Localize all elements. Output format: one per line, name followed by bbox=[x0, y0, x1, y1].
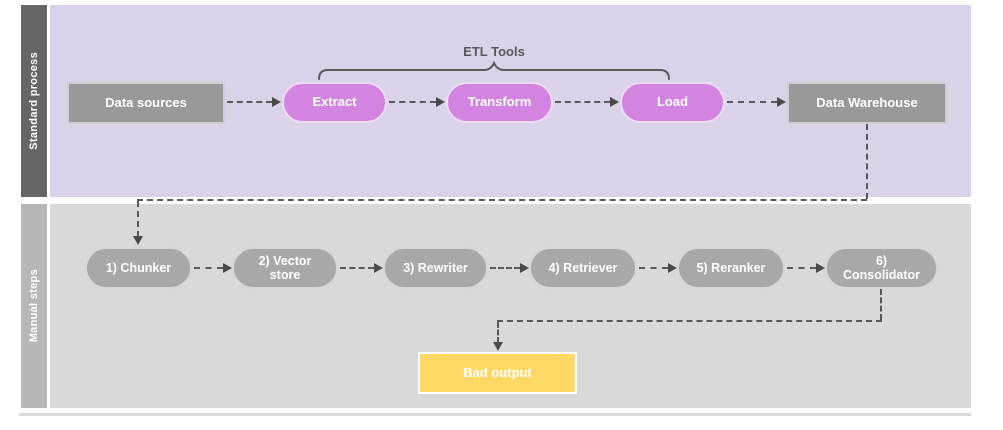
connector-load-warehouse bbox=[727, 101, 777, 103]
arrowhead-reranker-consolidator bbox=[816, 263, 825, 273]
connector-reranker-consolidator bbox=[787, 267, 816, 269]
lane-manual-steps-label: Manual steps bbox=[28, 269, 40, 343]
connector-datasources-extract bbox=[227, 101, 272, 103]
arrowhead-rewriter-retriever bbox=[520, 263, 529, 273]
connector-extract-transform bbox=[389, 101, 436, 103]
node-bad-output: Bad output bbox=[418, 352, 577, 394]
arrowhead-consolidator-badoutput bbox=[493, 342, 503, 351]
connector-vectorstore-rewriter bbox=[340, 267, 374, 269]
connector-chunker-vectorstore bbox=[194, 267, 223, 269]
etl-tools-brace bbox=[318, 61, 670, 80]
arrowhead-datasources-extract bbox=[272, 97, 281, 107]
connector-transform-load bbox=[555, 101, 610, 103]
connector-retriever-reranker bbox=[639, 267, 668, 269]
lane-manual-steps-header: Manual steps bbox=[21, 204, 47, 408]
connector-consolidator-badoutput-h bbox=[497, 320, 882, 322]
arrowhead-vectorstore-rewriter bbox=[374, 263, 383, 273]
node-chunker: 1) Chunker bbox=[85, 247, 192, 289]
arrowhead-extract-transform bbox=[436, 97, 445, 107]
lane-standard-process-header: Standard process bbox=[21, 5, 47, 197]
node-consolidator: 6) Consolidator bbox=[825, 247, 938, 289]
connector-warehouse-chunker-v2 bbox=[137, 201, 139, 237]
connector-warehouse-chunker-h bbox=[137, 199, 867, 201]
bottom-divider bbox=[19, 413, 971, 416]
arrowhead-chunker-vectorstore bbox=[223, 263, 232, 273]
node-data-sources: Data sources bbox=[67, 82, 225, 124]
arrowhead-retriever-reranker bbox=[668, 263, 677, 273]
arrowhead-transform-load bbox=[610, 97, 619, 107]
arrowhead-load-warehouse bbox=[777, 97, 786, 107]
node-rewriter: 3) Rewriter bbox=[383, 247, 488, 289]
lane-standard-process-label: Standard process bbox=[28, 52, 40, 150]
etl-tools-group-label: ETL Tools bbox=[463, 44, 525, 59]
node-load: Load bbox=[620, 82, 725, 123]
node-reranker: 5) Reranker bbox=[677, 247, 785, 289]
node-transform: Transform bbox=[446, 82, 553, 123]
connector-consolidator-badoutput-v1 bbox=[880, 289, 882, 320]
connector-consolidator-badoutput-v2 bbox=[497, 322, 499, 343]
node-extract: Extract bbox=[282, 82, 387, 123]
connector-rewriter-retriever bbox=[490, 267, 520, 269]
node-retriever: 4) Retriever bbox=[529, 247, 637, 289]
arrowhead-warehouse-chunker bbox=[133, 236, 143, 245]
node-data-warehouse: Data Warehouse bbox=[787, 82, 947, 124]
connector-warehouse-chunker-v1 bbox=[866, 124, 868, 199]
node-vector-store: 2) Vector store bbox=[232, 247, 338, 289]
